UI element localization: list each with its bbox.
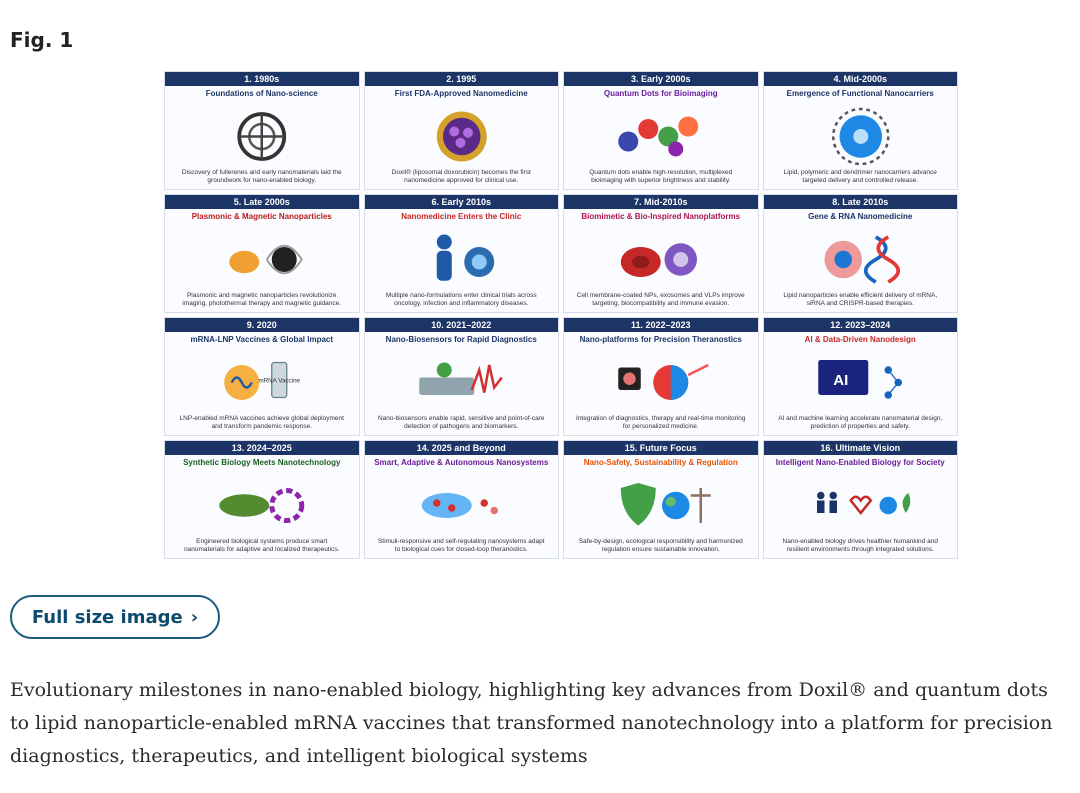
panel-header: 9. 2020 [165, 318, 359, 332]
panel-title: Emergence of Functional Nanocarriers [786, 89, 934, 98]
panel-title: First FDA-Approved Nanomedicine [394, 89, 528, 98]
panel-header: 5. Late 2000s [165, 195, 359, 209]
panel-header: 8. Late 2010s [763, 195, 957, 209]
panel-header: 13. 2024–2025 [165, 441, 359, 455]
panel-header: 3. Early 2000s [564, 72, 758, 86]
panel-title: Nano-Biosensors for Rapid Diagnostics [385, 335, 537, 344]
panel-title: mRNA-LNP Vaccines & Global Impact [190, 335, 334, 344]
panel-title: Nanomedicine Enters the Clinic [401, 212, 522, 221]
panel-header: 4. Mid-2000s [763, 72, 957, 86]
fullerene-icon [237, 112, 287, 161]
panel-description: Lipid, polymeric and dendrimer nanocarri… [783, 169, 937, 184]
nanosystem-icon [421, 493, 498, 518]
bacteria-icon [219, 488, 305, 523]
panel-header: 14. 2025 and Beyond [364, 441, 558, 455]
shield-globe-scale-icon [620, 483, 711, 526]
cell-membrane-icon [620, 243, 697, 277]
ai-icon: AI [817, 360, 902, 399]
panel-description: Nano-biosensors enable rapid, sensitive … [377, 415, 545, 430]
figure-label: Fig. 1 [10, 28, 74, 52]
panel-header: 10. 2021–2022 [364, 318, 558, 332]
panel-header: 6. Early 2010s [364, 195, 558, 209]
panel-description: Doxil® (liposomal doxorubicin) becomes t… [391, 169, 531, 184]
panel-description: Stimuli-responsive and self-regulating n… [377, 538, 545, 553]
panel-title: AI & Data-Driven Nanodesign [804, 335, 916, 344]
panel-description: Lipid nanoparticles enable efficient del… [783, 292, 938, 307]
panel-title: Gene & RNA Nanomedicine [808, 212, 913, 221]
clinic-icon [436, 234, 494, 281]
panel-description: Multiple nano-formulations enter clinica… [385, 292, 537, 307]
full-size-image-button[interactable]: Full size image › [10, 595, 220, 639]
panel-description: Plasmonic and magnetic nanoparticles rev… [182, 292, 342, 307]
panel-header: 7. Mid-2010s [564, 195, 758, 209]
panel-description: Integration of diagnostics, therapy and … [576, 415, 746, 430]
theranostics-icon [618, 363, 709, 400]
panel-header: 11. 2022–2023 [564, 318, 758, 332]
panel-title: Biomimetic & Bio-Inspired Nanoplatforms [581, 212, 741, 221]
dna-icon [824, 235, 900, 284]
figure-panel: 12. 2023–2024 AI & Data-Driven Nanodesign… [762, 317, 958, 436]
panel-title: Nano-Safety, Sustainability & Regulation [583, 458, 738, 467]
chevron-right-icon: › [190, 606, 199, 628]
panel-description: Nano-enabled biology drives healthier hu… [782, 538, 938, 553]
figure-panel: 9. 2020 mRNA-LNP Vaccines & Global Impact… [164, 317, 360, 436]
panel-description: Quantum dots enable high-resolution, mul… [589, 169, 733, 184]
biosensor-icon [418, 362, 503, 395]
panel-header: 16. Ultimate Vision [763, 441, 957, 455]
panel-header: 1. 1980s [165, 72, 359, 86]
svg-text:AI: AI [833, 372, 848, 389]
panel-description: Discovery of fullerenes and early nanoma… [181, 169, 342, 184]
panel-title: Smart, Adaptive & Autonomous Nanosystems [374, 458, 549, 467]
full-size-image-label: Full size image [31, 606, 183, 628]
panel-title: Intelligent Nano-Enabled Biology for Soc… [775, 458, 945, 467]
panel-header: 15. Future Focus [564, 441, 758, 455]
panel-description: LNP-enabled mRNA vaccines achieve global… [179, 415, 344, 430]
society-icon [816, 491, 910, 516]
panel-description: Cell membrane-coated NPs, exosomes and V… [576, 292, 745, 307]
panel-title: Nano-platforms for Precision Theranostic… [579, 335, 742, 344]
svg-text:mRNA Vaccine: mRNA Vaccine [258, 378, 300, 385]
panel-description: AI and machine learning accelerate nanom… [778, 415, 943, 430]
magnetic-nanoparticle-icon [229, 244, 303, 275]
panel-header: 12. 2023–2024 [763, 318, 957, 332]
panel-title: Plasmonic & Magnetic Nanoparticles [191, 212, 332, 221]
panel-title: Quantum Dots for Bioimaging [603, 89, 718, 98]
quantum-dots-icon [618, 116, 699, 157]
liposome-icon [436, 111, 487, 162]
panel-description: Engineered biological systems produce sm… [184, 538, 340, 553]
panel-title: Synthetic Biology Meets Nanotechnology [183, 458, 341, 467]
nanocarrier-icon [831, 107, 889, 166]
figure-caption: Evolutionary milestones in nano-enabled … [10, 679, 1053, 767]
panel-title: Foundations of Nano-science [205, 89, 318, 98]
panel-header: 2. 1995 [364, 72, 558, 86]
panel-description: Safe-by-design, ecological responsibilit… [578, 538, 743, 553]
vaccine-icon: mRNA Vaccine [224, 361, 301, 400]
